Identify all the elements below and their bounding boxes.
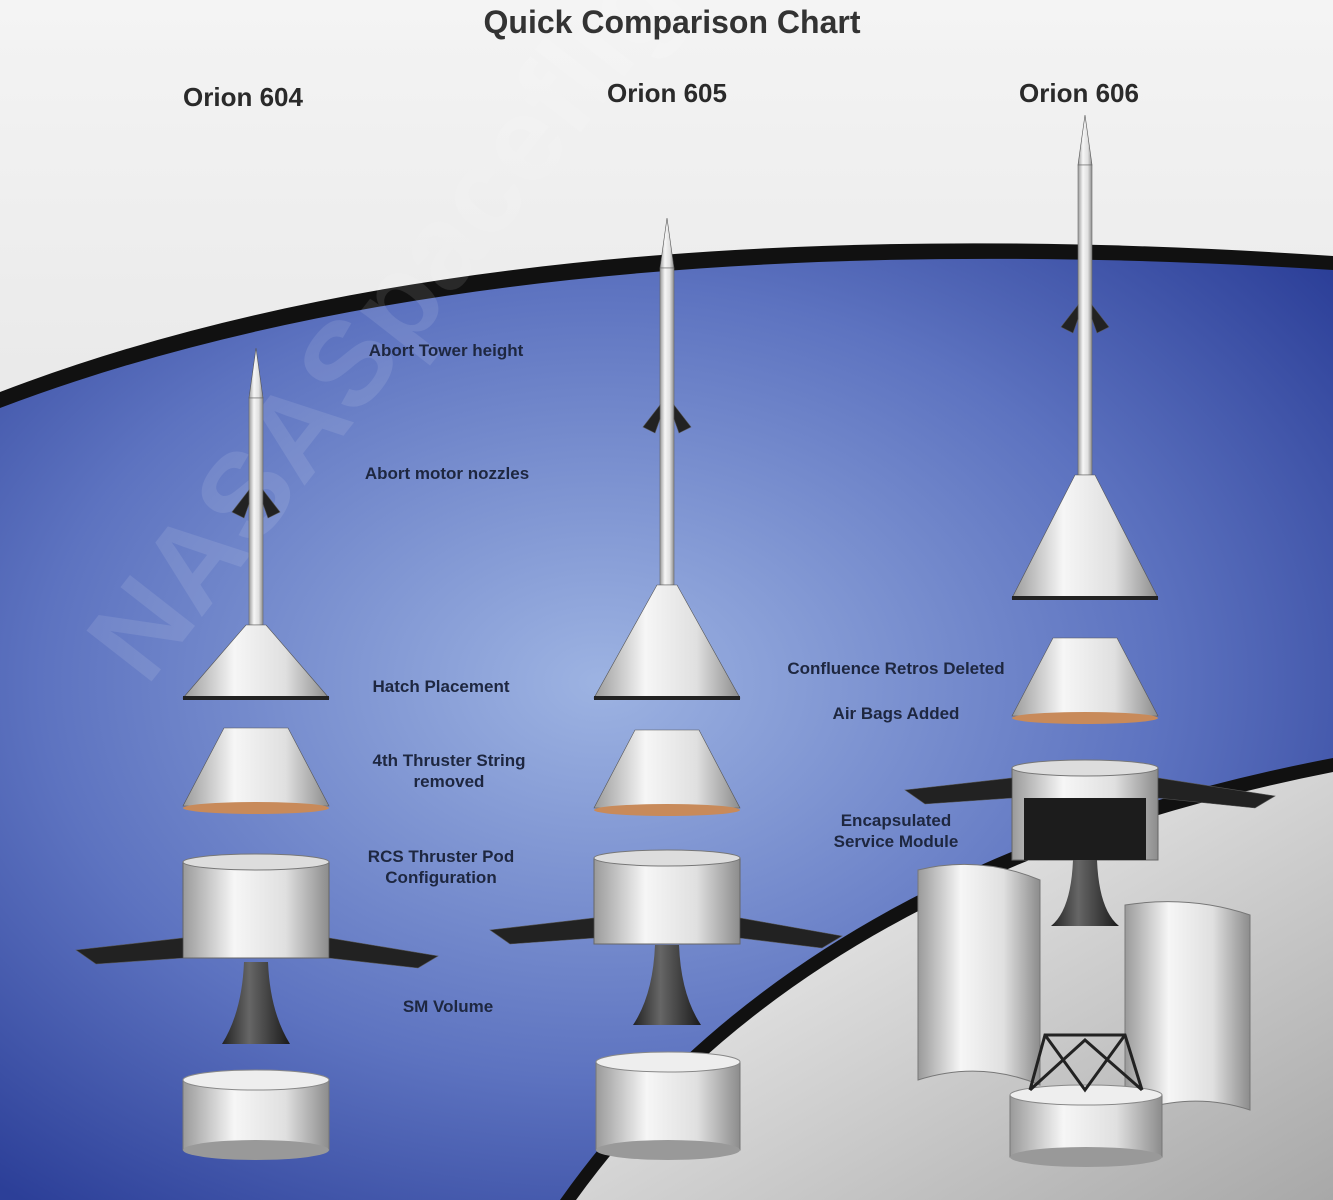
label-line: Service Module xyxy=(833,832,959,851)
solar-panel xyxy=(1157,777,1276,809)
launch-abort-fairing xyxy=(1011,474,1159,599)
service-module xyxy=(593,857,741,945)
column-header-605: Orion 605 xyxy=(607,78,727,108)
label-rcs-pod: RCS Thruster Pod Configuration xyxy=(368,846,514,888)
solar-panel xyxy=(904,777,1013,805)
service-module xyxy=(182,861,330,959)
adapter-cylinder-bottom xyxy=(1010,1147,1162,1167)
label-line: removed xyxy=(413,772,485,791)
abort-tower xyxy=(659,267,675,586)
crew-module xyxy=(1011,637,1159,717)
abort-tower-nose-cone xyxy=(1077,114,1093,166)
page-title: Quick Comparison Chart xyxy=(483,4,861,40)
abort-motor-nozzle xyxy=(1091,304,1110,334)
abort-motor-nozzle xyxy=(673,404,692,434)
launch-abort-fairing xyxy=(182,624,330,699)
heat-shield xyxy=(183,802,329,814)
abort-tower-nose-cone xyxy=(659,217,675,269)
service-module-top xyxy=(593,849,741,867)
label-line: Encapsulated xyxy=(840,811,952,830)
abort-motor-nozzle xyxy=(231,489,250,519)
sm-volume-cylinder-bottom xyxy=(596,1140,740,1160)
sm-volume-cylinder xyxy=(595,1061,741,1151)
service-module-top xyxy=(182,853,330,871)
label-line: Configuration xyxy=(385,868,497,887)
fairing-panel-right xyxy=(1124,901,1251,1116)
launch-abort-fairing xyxy=(593,584,741,699)
main-engine-nozzle xyxy=(1051,860,1119,926)
label-abort-motor-nozzles: Abort motor nozzles xyxy=(364,464,530,483)
column-header-606: Orion 606 xyxy=(1019,78,1139,108)
heat-shield xyxy=(1012,712,1158,724)
label-sm-volume: SM Volume xyxy=(402,997,494,1016)
adapter-cylinder-top xyxy=(1009,1084,1163,1106)
sm-volume-cylinder xyxy=(182,1079,330,1151)
fairing-panel-left xyxy=(917,863,1041,1086)
sm-volume-cylinder-top xyxy=(182,1069,330,1091)
crew-module xyxy=(593,729,741,809)
label-confluence-retros: Confluence Retros Deleted xyxy=(787,659,1005,678)
abort-motor-nozzle xyxy=(1060,304,1079,334)
crew-module xyxy=(182,727,330,807)
heat-shield xyxy=(594,804,740,816)
main-engine-nozzle xyxy=(222,962,290,1044)
abort-motor-nozzle xyxy=(262,489,281,519)
column-header-604: Orion 604 xyxy=(183,82,303,112)
adapter-truss xyxy=(1028,1033,1144,1093)
label-line: 4th Thruster String xyxy=(372,751,526,770)
solar-panel xyxy=(739,917,843,949)
solar-panel xyxy=(489,917,595,945)
solar-panel xyxy=(75,937,184,965)
abort-tower-nose-cone xyxy=(248,347,264,399)
label-line: RCS Thruster Pod xyxy=(367,847,515,866)
service-module-top xyxy=(1011,759,1159,777)
label-encapsulated-sm: Encapsulated Service Module xyxy=(834,810,959,852)
sm-volume-cylinder-top xyxy=(595,1051,741,1073)
abort-motor-nozzle xyxy=(642,404,661,434)
sm-volume-cylinder-bottom xyxy=(183,1140,329,1160)
service-module-encapsulated-section xyxy=(1024,798,1146,860)
main-engine-nozzle xyxy=(633,945,701,1025)
label-abort-tower-height: Abort Tower height xyxy=(368,341,524,360)
label-air-bags: Air Bags Added xyxy=(832,704,960,723)
label-thruster-string: 4th Thruster String removed xyxy=(372,750,525,792)
abort-tower xyxy=(1077,164,1093,476)
solar-panel xyxy=(328,937,439,969)
abort-tower xyxy=(248,397,264,626)
label-hatch-placement: Hatch Placement xyxy=(372,677,510,696)
